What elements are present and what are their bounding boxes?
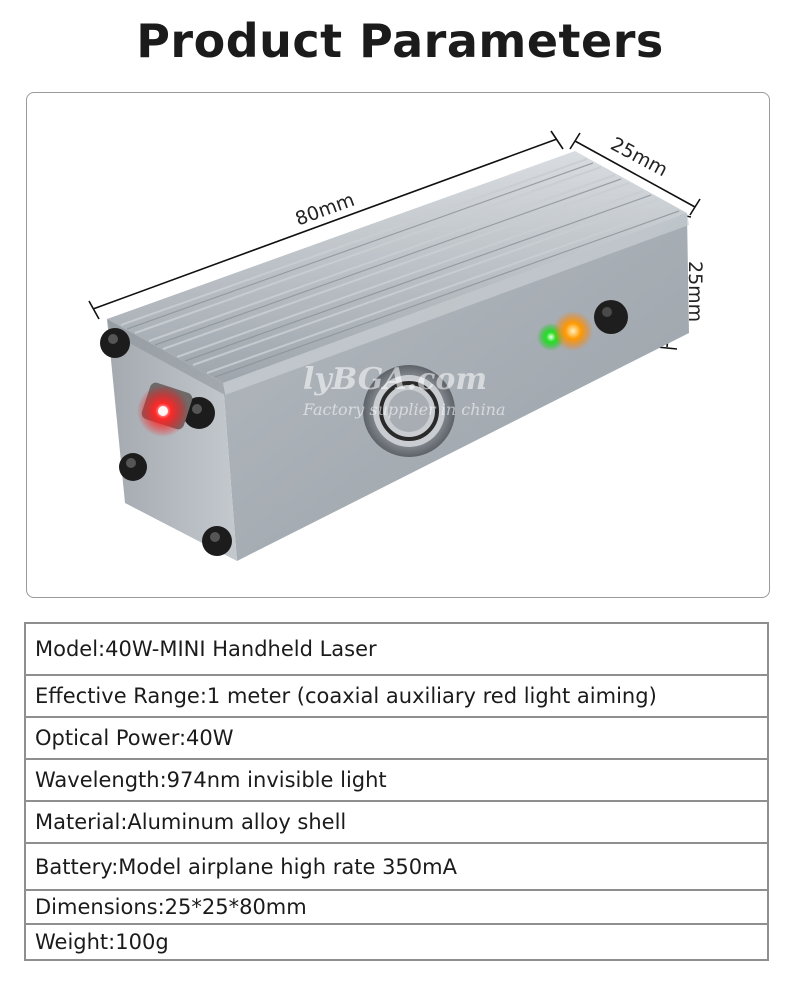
param-model: Model:40W-MINI Handheld Laser: [24, 622, 769, 676]
table-row: Material:Aluminum alloy shell: [24, 800, 769, 844]
param-weight: Weight:100g: [24, 923, 769, 961]
page-title: Product Parameters: [136, 14, 664, 68]
product-photo: 80mm 25mm 25mm: [26, 92, 770, 598]
param-effective-range: Effective Range:1 meter (coaxial auxilia…: [24, 674, 769, 718]
param-material: Material:Aluminum alloy shell: [24, 800, 769, 844]
orange-status-led: [553, 311, 593, 351]
table-row: Model:40W-MINI Handheld Laser: [24, 622, 769, 676]
switch-knob: [594, 300, 628, 334]
power-button: [363, 365, 455, 457]
param-battery: Battery:Model airplane high rate 350mA: [24, 842, 769, 891]
table-row: Dimensions:25*25*80mm: [24, 889, 769, 925]
table-row: Effective Range:1 meter (coaxial auxilia…: [24, 674, 769, 718]
watermark-tagline: Factory supplier in china: [302, 400, 506, 419]
watermark-brand: lyBGA.com: [303, 362, 487, 397]
laser-device-body: [100, 151, 689, 561]
laser-device-illustration: 80mm 25mm 25mm: [88, 130, 706, 561]
param-wavelength: Wavelength:974nm invisible light: [24, 758, 769, 802]
table-row: Battery:Model airplane high rate 350mA: [24, 842, 769, 891]
table-row: Wavelength:974nm invisible light: [24, 758, 769, 802]
param-optical-power: Optical Power:40W: [24, 716, 769, 760]
height-dimension-label: 25mm: [684, 261, 706, 322]
table-row: Weight:100g: [24, 923, 769, 961]
param-dimensions: Dimensions:25*25*80mm: [24, 889, 769, 925]
parameters-table: Model:40W-MINI Handheld Laser Effective …: [24, 622, 769, 961]
table-row: Optical Power:40W: [24, 716, 769, 760]
